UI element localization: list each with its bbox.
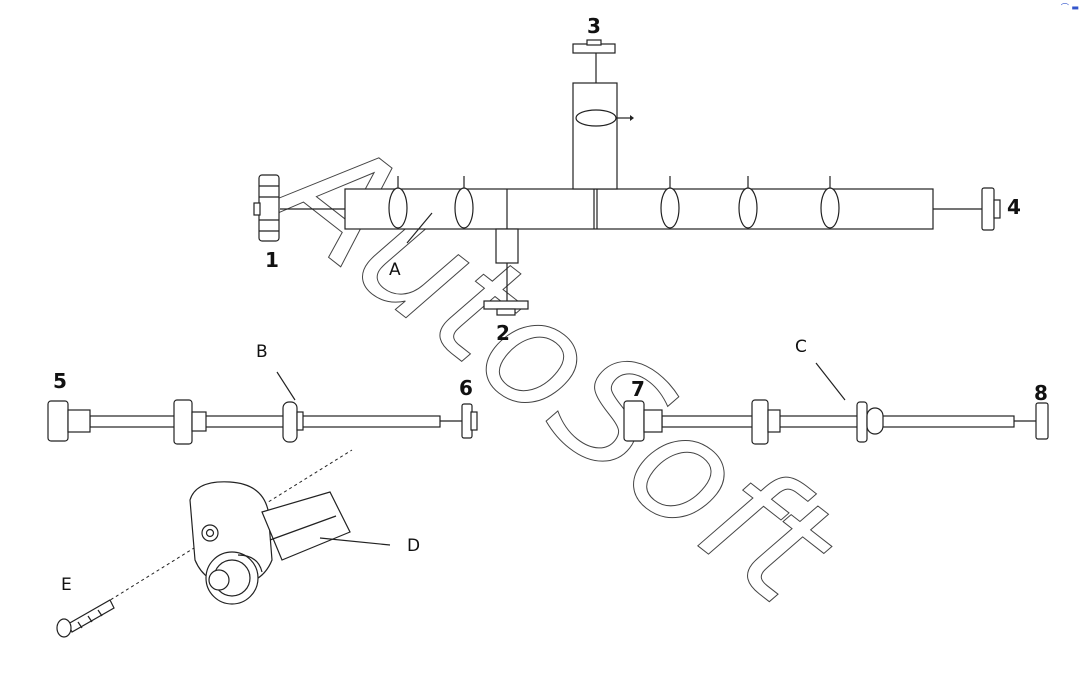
watermark-text: AutoSoft: [240, 96, 867, 639]
callout-d: D: [407, 536, 420, 556]
callout-a: A: [389, 260, 401, 280]
watermark: AutoSoft: [239, 96, 867, 640]
assembly-b: [47, 371, 478, 445]
callout-3: 3: [587, 14, 601, 38]
callout-6: 6: [459, 376, 473, 400]
part-e: [56, 599, 115, 638]
part-d: [69, 449, 391, 626]
callout-b: B: [256, 342, 268, 362]
callout-2: 2: [496, 321, 510, 345]
callout-5: 5: [53, 369, 67, 393]
callout-1: 1: [265, 248, 279, 272]
callout-c: C: [795, 337, 807, 357]
callouts: 1 2 3 4 5 6 7 8 A B C D E: [53, 14, 1048, 595]
corner-mark: ⌒ ▬: [1060, 3, 1079, 12]
callout-8: 8: [1034, 381, 1048, 405]
assembly-a: [253, 39, 1001, 316]
grommets-a: [388, 176, 840, 229]
callout-4: 4: [1007, 195, 1021, 219]
callout-7: 7: [631, 377, 645, 401]
callout-e: E: [61, 575, 72, 595]
assembly-c: [623, 362, 1049, 445]
